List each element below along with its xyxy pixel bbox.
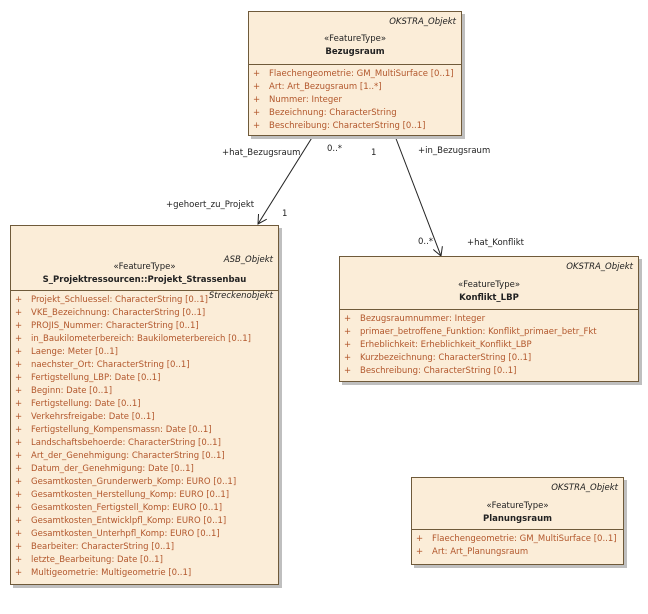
attribute-row[interactable]: +Erheblichkeit: Erheblichkeit_Konflikt_L… bbox=[344, 340, 532, 350]
role-label-hat-bezugsraum: +hat_Bezugsraum bbox=[222, 148, 301, 158]
attribute-list: +Bezugsraumnummer: Integer +primaer_betr… bbox=[340, 310, 638, 378]
class-header: OKSTRA_Objekt «FeatureType» Konflikt_LBP bbox=[340, 257, 638, 310]
multiplicity-label: 0..* bbox=[327, 144, 343, 154]
class-header: OKSTRA_Objekt «FeatureType» Bezugsraum bbox=[249, 12, 461, 65]
stereotype-label: «FeatureType» bbox=[486, 501, 549, 511]
attribute-row[interactable]: +Fertigstellung: Date [0..1] bbox=[15, 399, 141, 409]
attribute-row[interactable]: +letzte_Bearbeitung: Date [0..1] bbox=[15, 555, 163, 565]
attribute-row[interactable]: +in_Baukilometerbereich: Baukilometerber… bbox=[15, 334, 251, 344]
attribute-row[interactable]: +naechster_Ort: CharacterString [0..1] bbox=[15, 360, 190, 370]
attribute-row[interactable]: +Gesamtkosten_Entwicklpfl_Komp: EURO [0.… bbox=[15, 516, 227, 526]
attribute-row[interactable]: +Bezeichnung: CharacterString bbox=[253, 108, 397, 118]
attribute-row[interactable]: +Beschreibung: CharacterString [0..1] bbox=[344, 366, 517, 376]
attribute-row[interactable]: +Multigeometrie: Multigeometrie [0..1] bbox=[15, 568, 192, 578]
attribute-row[interactable]: +Nummer: Integer bbox=[253, 95, 343, 105]
stereotype-label: «FeatureType» bbox=[457, 280, 521, 290]
attribute-row[interactable]: +Fertigstellung_Kompensmassn: Date [0..1… bbox=[15, 425, 212, 435]
multiplicity-label: 1 bbox=[282, 209, 288, 219]
attribute-row[interactable]: +Laenge: Meter [0..1] bbox=[15, 347, 118, 357]
attribute-row[interactable]: +Flaechengeometrie: GM_MultiSurface [0..… bbox=[416, 534, 617, 544]
attribute-row[interactable]: +Flaechengeometrie: GM_MultiSurface [0..… bbox=[253, 69, 454, 79]
multiplicity-label: 0..* bbox=[418, 237, 434, 247]
attribute-row[interactable]: +Art_der_Genehmigung: CharacterString [0… bbox=[15, 451, 225, 461]
attribute-row[interactable]: +Beschreibung: CharacterString [0..1] bbox=[253, 121, 426, 131]
parent-class-label: ASB_Objekt Streckenobjekt bbox=[208, 255, 273, 301]
attribute-row[interactable]: +Art: Art_Planungsraum bbox=[416, 547, 529, 557]
class-bezugsraum[interactable]: OKSTRA_Objekt «FeatureType» Bezugsraum +… bbox=[248, 11, 462, 136]
attribute-row[interactable]: +Fertigstellung_LBP: Date [0..1] bbox=[15, 373, 161, 383]
multiplicity-label: 1 bbox=[371, 148, 377, 158]
role-label-gehoert-zu-projekt: +gehoert_zu_Projekt bbox=[166, 200, 255, 210]
attribute-row[interactable]: +primaer_betroffene_Funktion: Konflikt_p… bbox=[344, 327, 597, 337]
class-header: ASB_Objekt Streckenobjekt «FeatureType» … bbox=[11, 226, 278, 301]
attribute-list: +Flaechengeometrie: GM_MultiSurface [0..… bbox=[412, 530, 623, 559]
stereotype-label: «FeatureType» bbox=[323, 34, 387, 44]
attribute-row[interactable]: +Gesamtkosten_Herstellung_Komp: EURO [0.… bbox=[15, 490, 230, 500]
class-name: S_Projektressourcen::Projekt_Strassenbau bbox=[42, 275, 247, 285]
attribute-row[interactable]: +Bezugsraumnummer: Integer bbox=[344, 314, 486, 324]
attribute-row[interactable]: +Projekt_Schluessel: CharacterString [0.… bbox=[15, 295, 208, 305]
attribute-row[interactable]: +Verkehrsfreigabe: Date [0..1] bbox=[15, 412, 155, 422]
stereotype-label: «FeatureType» bbox=[113, 262, 176, 272]
class-name: Planungsraum bbox=[482, 514, 552, 524]
attribute-row[interactable]: +Beginn: Date [0..1] bbox=[15, 386, 113, 396]
class-planungsraum[interactable]: OKSTRA_Objekt «FeatureType» Planungsraum… bbox=[411, 477, 624, 565]
parent-class-label: OKSTRA_Objekt bbox=[389, 17, 456, 27]
association-bezugsraum-projekt[interactable] bbox=[258, 136, 313, 224]
role-label-hat-konflikt: +hat_Konflikt bbox=[467, 238, 525, 248]
attribute-row[interactable]: +Gesamtkosten_Fertigstell_Komp: EURO [0.… bbox=[15, 503, 223, 513]
class-header: OKSTRA_Objekt «FeatureType» Planungsraum bbox=[412, 478, 623, 530]
attribute-row[interactable]: +Datum_der_Genehmigung: Date [0..1] bbox=[15, 464, 194, 474]
attribute-row[interactable]: +Landschaftsbehoerde: CharacterString [0… bbox=[15, 438, 221, 448]
class-konflikt-lbp[interactable]: OKSTRA_Objekt «FeatureType» Konflikt_LBP… bbox=[339, 256, 639, 382]
attribute-row[interactable]: +Gesamtkosten_Grunderwerb_Komp: EURO [0.… bbox=[15, 477, 237, 487]
class-name: Bezugsraum bbox=[325, 47, 385, 57]
attribute-row[interactable]: +VKE_Bezeichnung: CharacterString [0..1] bbox=[15, 308, 206, 318]
class-name: Konflikt_LBP bbox=[459, 293, 519, 303]
role-label-in-bezugsraum: +in_Bezugsraum bbox=[418, 146, 491, 156]
parent-class-label: OKSTRA_Objekt bbox=[566, 262, 633, 272]
attribute-row[interactable]: +Gesamtkosten_Unterhpfl_Komp: EURO [0..1… bbox=[15, 529, 220, 539]
attribute-row[interactable]: +Bearbeiter: CharacterString [0..1] bbox=[15, 542, 175, 552]
attribute-row[interactable]: +Kurzbezeichnung: CharacterString [0..1] bbox=[344, 353, 532, 363]
attribute-row[interactable]: +PROJIS_Nummer: CharacterString [0..1] bbox=[15, 321, 199, 331]
parent-class-label: OKSTRA_Objekt bbox=[551, 483, 618, 493]
attribute-row[interactable]: +Art: Art_Bezugsraum [1..*] bbox=[253, 82, 382, 92]
class-projekt-strassenbau[interactable]: ASB_Objekt Streckenobjekt «FeatureType» … bbox=[10, 225, 279, 585]
attribute-list: +Projekt_Schluessel: CharacterString [0.… bbox=[11, 291, 278, 580]
association-bezugsraum-konflikt[interactable] bbox=[395, 136, 441, 256]
attribute-list: +Flaechengeometrie: GM_MultiSurface [0..… bbox=[249, 65, 461, 133]
